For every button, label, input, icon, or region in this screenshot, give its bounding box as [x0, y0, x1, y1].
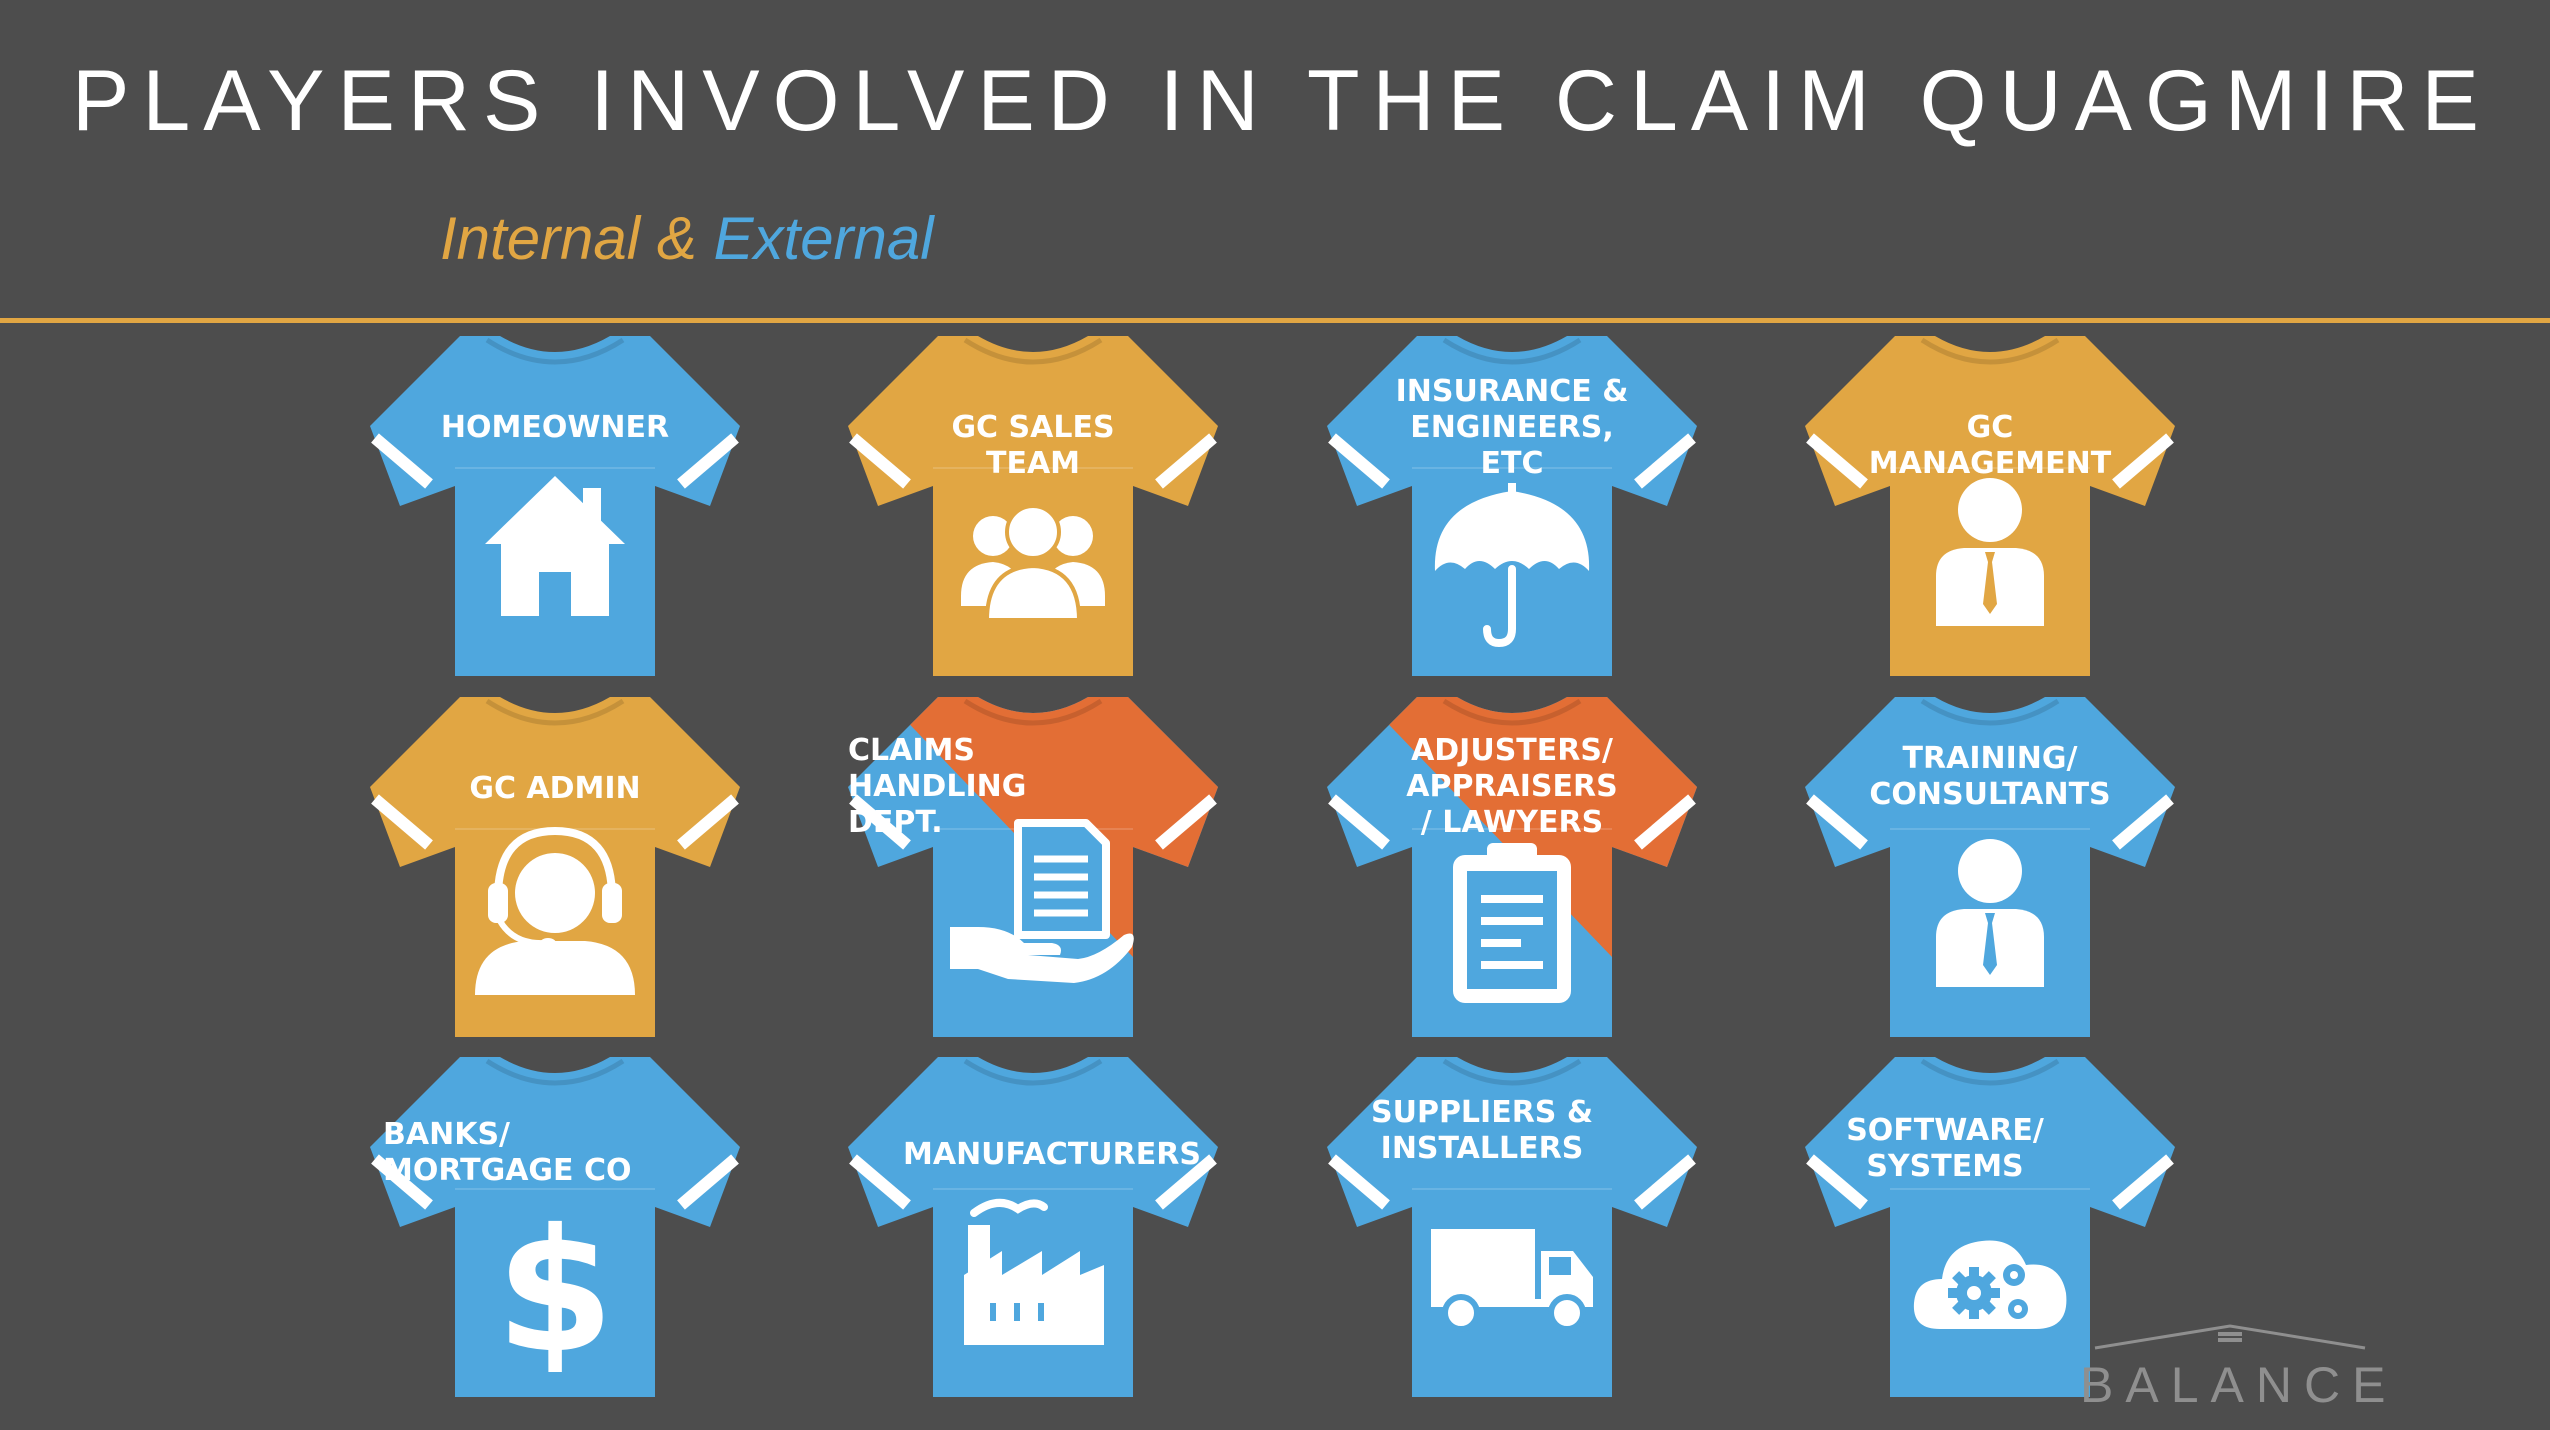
subtitle-ampersand: &: [640, 205, 714, 272]
svg-text:$: $: [500, 1193, 610, 1372]
player-shirt: ADJUSTERS/ APPRAISERS / LAWYERS: [1312, 697, 1712, 1037]
subtitle-internal: Internal: [440, 205, 641, 272]
balance-logo: BALANCE: [2080, 1318, 2385, 1413]
shirt-label: SOFTWARE/ SYSTEMS: [1846, 1113, 2044, 1184]
shirt-shape: [1327, 1057, 1697, 1397]
shirt-label: HOMEOWNER: [440, 410, 670, 445]
player-shirt: GC SALES TEAM: [833, 336, 1233, 676]
umbrella-icon: [1427, 481, 1597, 656]
player-shirt: INSURANCE & ENGINEERS, ETC: [1312, 336, 1712, 676]
shirt-label: GC SALES TEAM: [951, 410, 1115, 481]
shirt-label: SUPPLIERS & INSTALLERS: [1370, 1095, 1594, 1166]
page-title: PLAYERS INVOLVED IN THE CLAIM QUAGMIRE: [72, 53, 2492, 149]
document-hand-icon: [948, 819, 1138, 994]
shirt-label: CLAIMS HANDLING DEPT.: [848, 733, 1027, 840]
shirt-label: TRAINING/ CONSULTANTS: [1869, 741, 2111, 812]
player-shirt: TRAINING/ CONSULTANTS: [1790, 697, 2190, 1037]
shirt-shape: [1805, 1057, 2175, 1397]
subtitle: Internal & External: [440, 204, 934, 273]
player-shirt: SOFTWARE/ SYSTEMS: [1790, 1057, 2190, 1397]
subtitle-external: External: [713, 205, 934, 272]
group-icon: [953, 496, 1113, 631]
player-shirt: GC ADMIN: [355, 697, 755, 1037]
shirt-label: GC MANAGEMENT: [1868, 410, 2112, 481]
shirt-shape: [370, 1057, 740, 1397]
logo-text: BALANCE: [2080, 1357, 2398, 1413]
header-divider: [0, 318, 2550, 323]
shirt-shape: [848, 1057, 1218, 1397]
headset-icon: [470, 817, 640, 1002]
shirt-label: INSURANCE & ENGINEERS, ETC: [1395, 374, 1629, 481]
clipboard-icon: [1447, 837, 1577, 1012]
roof-icon: [2094, 1324, 2366, 1350]
player-shirt: MANUFACTURERS: [833, 1057, 1233, 1397]
manager-icon: [1930, 476, 2050, 631]
player-shirt: GC MANAGEMENT: [1790, 336, 2190, 676]
shirt-label: GC ADMIN: [469, 771, 641, 806]
dollar-icon: $: [496, 1192, 614, 1391]
player-shirt: $BANKS/ MORTGAGE CO: [355, 1057, 755, 1397]
shirt-label: ADJUSTERS/ APPRAISERS / LAWYERS: [1406, 733, 1618, 840]
player-shirt: HOMEOWNER: [355, 336, 755, 676]
shirt-label: BANKS/ MORTGAGE CO: [383, 1117, 632, 1188]
shirt-label: MANUFACTURERS: [903, 1137, 1201, 1172]
player-shirt: SUPPLIERS & INSTALLERS: [1312, 1057, 1712, 1397]
house-icon: [475, 466, 635, 631]
truck-icon: [1427, 1225, 1597, 1340]
consultant-icon: [1930, 837, 2050, 992]
cloud-gears-icon: [1910, 1217, 2070, 1342]
factory-icon: [958, 1195, 1108, 1360]
player-shirt: CLAIMS HANDLING DEPT.: [833, 697, 1233, 1037]
